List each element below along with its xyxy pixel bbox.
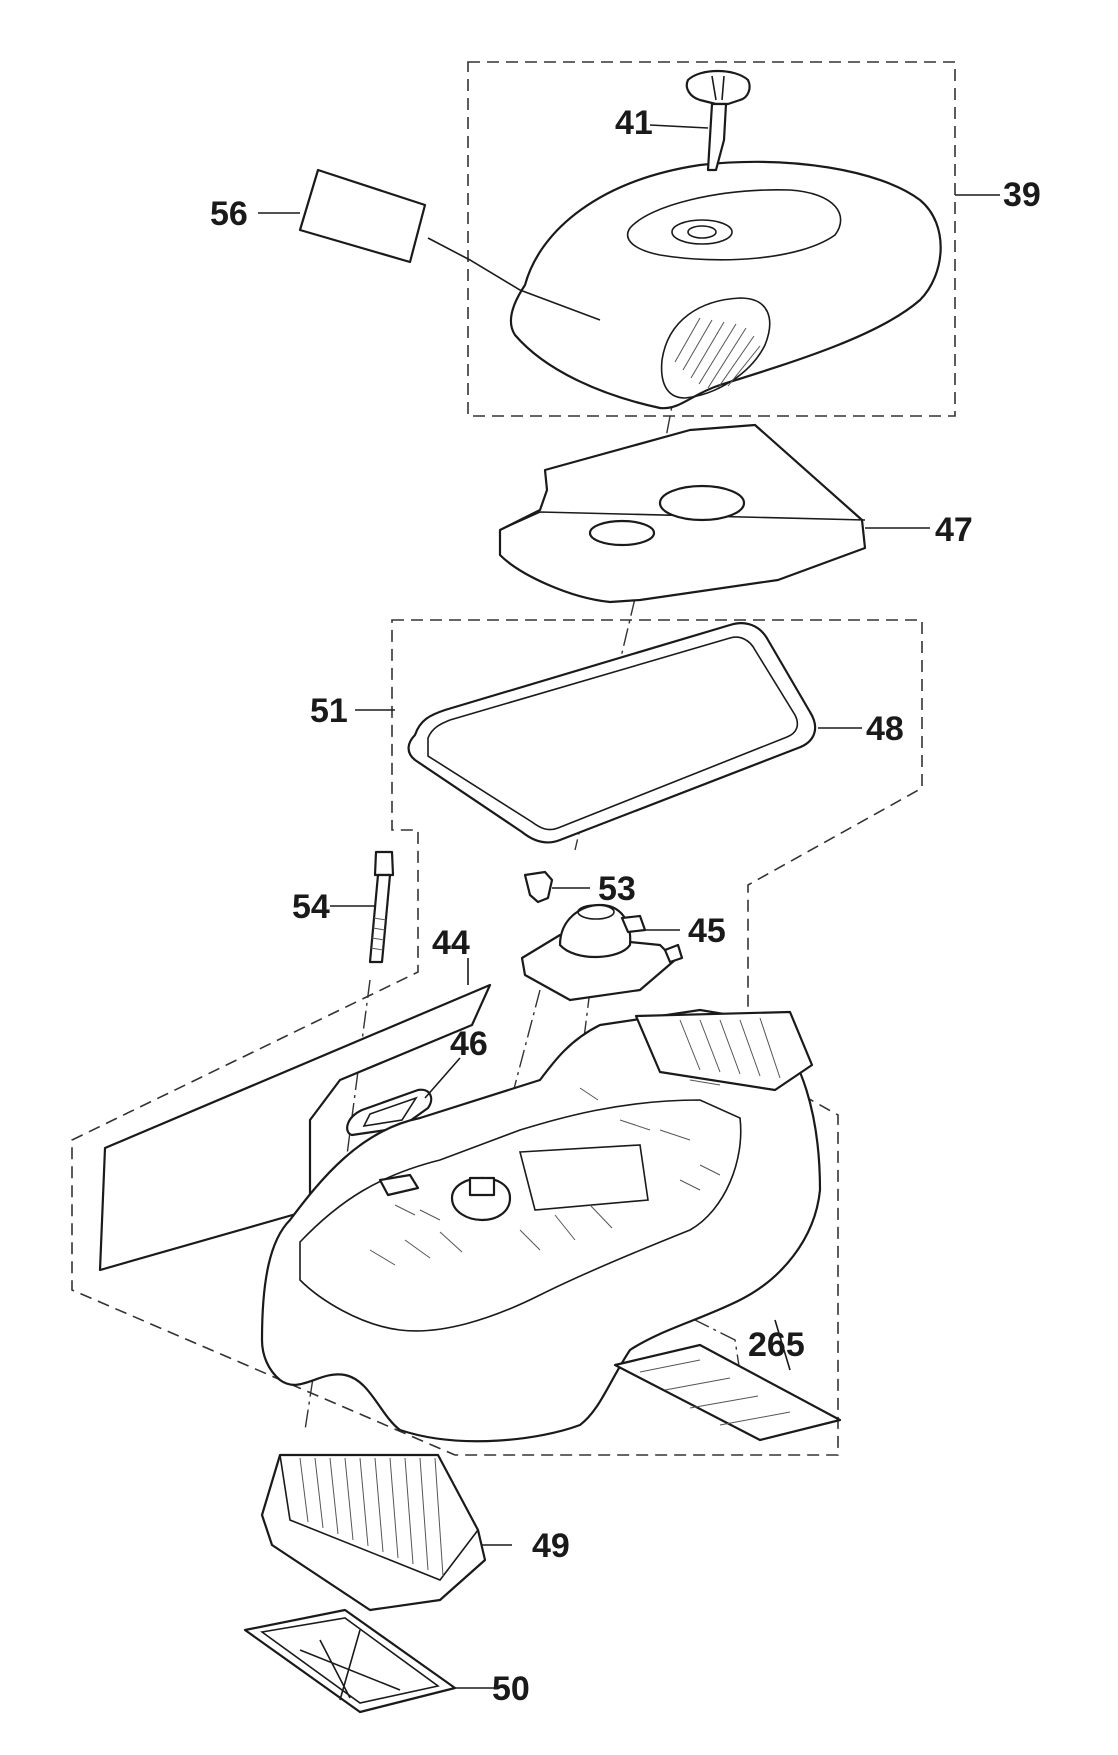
label-265: 265: [748, 1326, 805, 1364]
label-48: 48: [866, 710, 904, 748]
part-46-seal: [346, 1088, 433, 1137]
part-labels: 41 39 56 47 51 48 54 53 45 44 46 265 49 …: [210, 104, 1041, 1708]
label-54: 54: [292, 888, 330, 926]
part-47-foam-pad: [498, 423, 867, 604]
leader-lines: [258, 124, 1000, 1689]
part-265-label: [613, 1343, 842, 1442]
part-39-cover: [509, 160, 942, 410]
label-46: 46: [450, 1025, 488, 1063]
part-50-base-plate: [243, 1608, 457, 1714]
label-47: 47: [935, 511, 973, 549]
part-41-knob: [685, 70, 751, 172]
part-45-valve: [520, 903, 684, 1002]
assembly-axis-265: [664, 1304, 746, 1406]
label-44: 44: [432, 924, 470, 962]
label-51: 51: [310, 692, 348, 730]
part-48-gasket: [407, 622, 817, 844]
part-49-filter: [260, 1453, 487, 1612]
label-49: 49: [532, 1527, 570, 1565]
part-53-clip: [523, 870, 554, 904]
label-41: 41: [615, 104, 653, 142]
label-39: 39: [1003, 176, 1041, 214]
part-housing: [260, 1008, 822, 1443]
part-56-label: [298, 168, 427, 264]
label-45: 45: [688, 912, 726, 950]
part-54-screw: [368, 850, 395, 964]
group-box-51: [71, 619, 923, 1456]
group-box-39: [467, 61, 956, 417]
part-44-shield: [98, 983, 492, 1272]
label-56: 56: [210, 195, 248, 233]
label-50: 50: [492, 1670, 530, 1708]
label-53: 53: [598, 870, 636, 908]
